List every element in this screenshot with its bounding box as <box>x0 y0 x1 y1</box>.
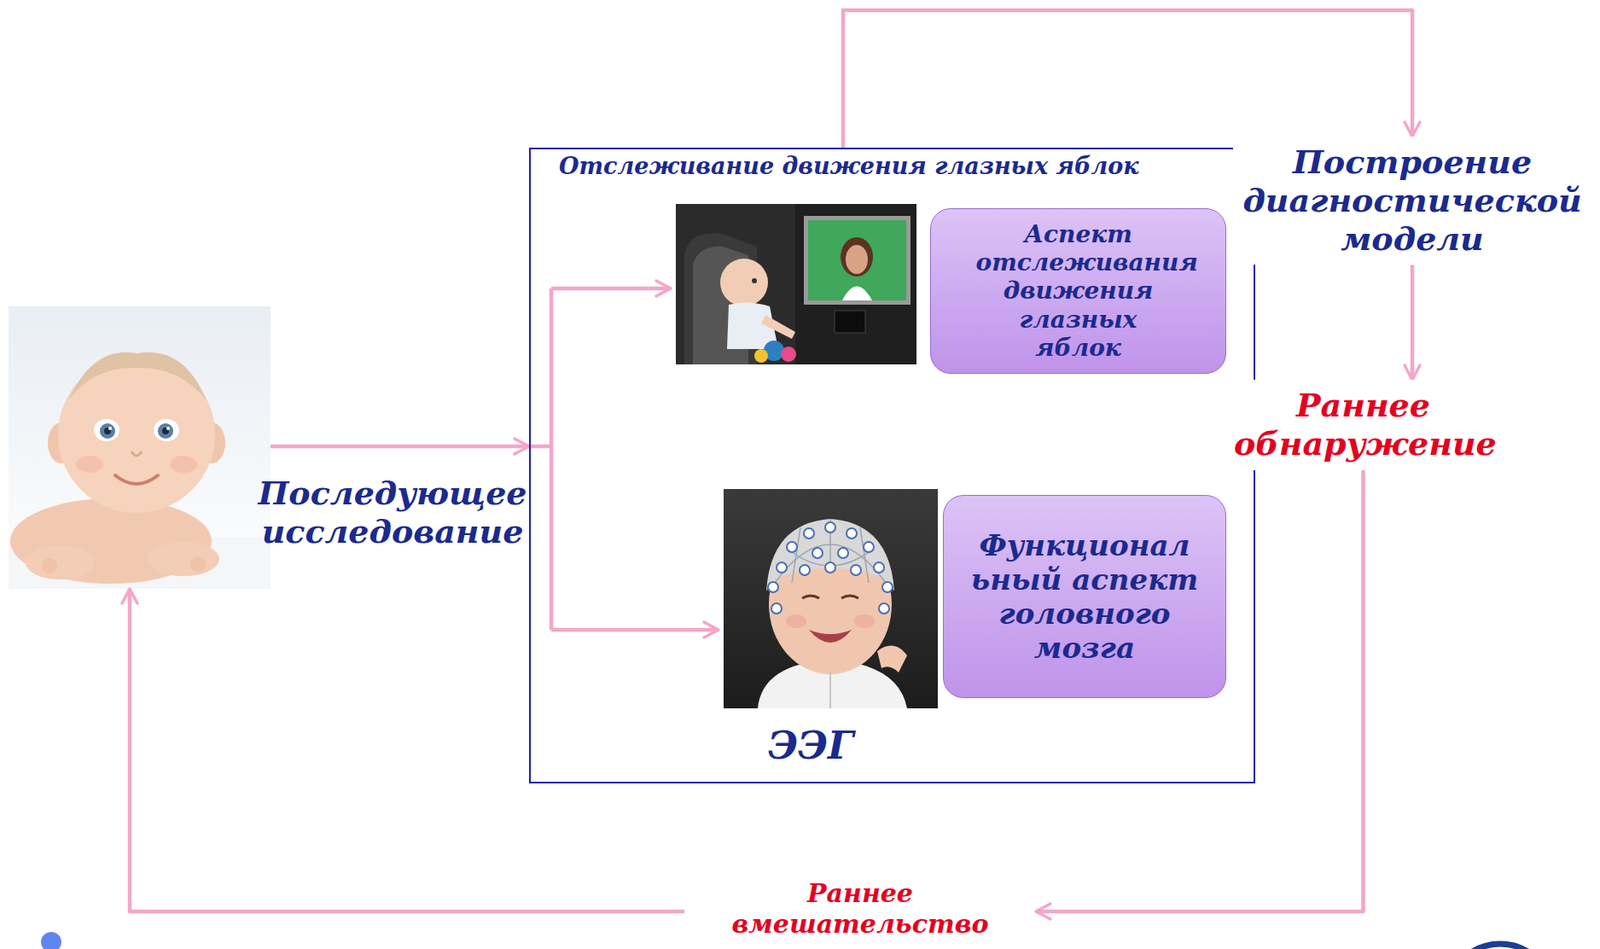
process-box: Функционал ьный аспект головного мозга <box>942 494 1227 699</box>
node-text: Функционал ьный аспект головного мозга <box>969 528 1200 665</box>
flow-arrow <box>270 444 530 449</box>
node-text: Последующее исследование <box>256 474 530 552</box>
branch-arrow <box>551 286 671 291</box>
branch-line <box>549 288 554 630</box>
flow-arrow <box>129 588 685 912</box>
node-text: Раннее вмешательство <box>704 878 1016 939</box>
eeg-photo <box>723 488 938 709</box>
node-text: Аспект отслеживания движения глазных ябл… <box>976 220 1182 361</box>
group-box: Отслеживание движения глазных яблокАспек… <box>529 147 1256 784</box>
logo <box>1447 943 1554 949</box>
node-text: Отслеживание движения глазных яблок <box>558 152 1254 181</box>
caption-label: ЭЭГ <box>768 723 854 768</box>
eye-tracking-photo <box>675 203 917 365</box>
step-text: Построение диагностической модели <box>1233 136 1592 265</box>
corner-dot <box>40 931 62 949</box>
step-text: Раннее вмешательство <box>699 871 1021 946</box>
flow-arrow <box>1410 265 1415 381</box>
node-text: Построение диагностической модели <box>1238 143 1587 258</box>
label-holder: ЭЭГ <box>768 723 854 768</box>
baby-photo <box>8 306 271 589</box>
flow-arrow <box>843 10 1413 148</box>
node-text: Раннее обнаружение <box>1233 386 1493 464</box>
branch-arrow <box>551 628 719 633</box>
baby-photo-node: Последующее исследование <box>8 306 271 589</box>
step-text: Раннее обнаружение <box>1228 379 1498 471</box>
process-box: Аспект отслеживания движения глазных ябл… <box>930 208 1227 374</box>
branch-line <box>529 444 552 449</box>
